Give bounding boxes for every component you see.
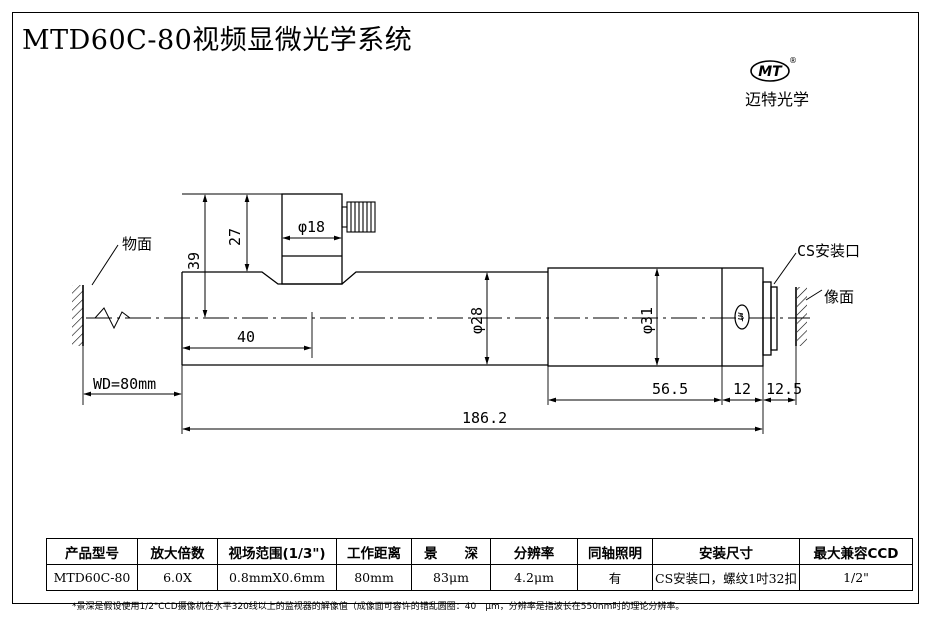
- header-mount: 安装尺寸: [652, 538, 800, 565]
- value-coaxial-illumination: 有: [577, 564, 653, 591]
- value-model: MTD60C-80: [46, 564, 138, 591]
- brand-logo: MT ® 迈特光学: [722, 52, 832, 116]
- dim-39-label: 39: [185, 252, 203, 270]
- image-leader-line: [805, 289, 823, 301]
- header-depth-of-field: 景 深: [411, 538, 491, 565]
- value-working-distance: 80mm: [336, 564, 412, 591]
- header-field-of-view: 视场范围(1/3"): [217, 538, 337, 565]
- dim-wd-label: WD=80mm: [93, 375, 156, 393]
- knurled-knob-icon: [341, 201, 376, 233]
- brand-name: 迈特光学: [744, 90, 809, 109]
- value-field-of-view: 0.8mmX0.6mm: [217, 564, 337, 591]
- header-magnification: 放大倍数: [137, 538, 218, 565]
- header-model: 产品型号: [46, 538, 138, 565]
- drawing-frame: [12, 12, 919, 604]
- dim-12-5-label: 12.5: [766, 380, 802, 398]
- cs-mount: [762, 281, 778, 356]
- axis-break-symbol: [94, 307, 131, 330]
- coaxial-illumination-housing: [281, 193, 343, 285]
- extension-lines: [181, 193, 797, 434]
- dim-total-label: 186.2: [462, 409, 507, 427]
- lens-badge-text: MT: [736, 312, 744, 322]
- header-coaxial-illumination: 同轴照明: [577, 538, 653, 565]
- registered-mark: ®: [789, 56, 797, 65]
- value-magnification: 6.0X: [137, 564, 218, 591]
- page-title: MTD60C-80视频显微光学系统: [22, 25, 413, 56]
- object-plane-surface: [72, 285, 84, 346]
- spec-header-row: 产品型号 放大倍数 视场范围(1/3") 工作距离 景 深 分辨率 同轴照明 安…: [46, 538, 913, 565]
- spec-table: 产品型号 放大倍数 视场范围(1/3") 工作距离 景 深 分辨率 同轴照明 安…: [46, 538, 913, 591]
- dim-12-label: 12: [733, 380, 751, 398]
- mt-logo-icon: MT ®: [750, 56, 797, 82]
- image-plane-surface: [795, 287, 807, 346]
- value-depth-of-field: 83μm: [411, 564, 491, 591]
- image-plane-label: 像面: [824, 288, 854, 306]
- object-leader-line: [91, 244, 119, 286]
- lens-mt-badge: MT: [734, 304, 750, 330]
- header-resolution: 分辨率: [490, 538, 578, 565]
- dim-56-5-label: 56.5: [652, 380, 688, 398]
- value-max-ccd: 1/2": [799, 564, 913, 591]
- value-mount: CS安装口，螺纹1吋32扣: [652, 564, 800, 591]
- cs-mount-label: CS安装口: [797, 242, 860, 260]
- logo-badge-text: MT: [758, 64, 783, 80]
- cs-mount-leader-line: [773, 252, 797, 285]
- dim-d18-label: φ18: [298, 218, 325, 236]
- dim-d31-label: φ31: [638, 307, 656, 334]
- dim-d28-label: φ28: [468, 307, 486, 334]
- header-max-ccd: 最大兼容CCD: [799, 538, 913, 565]
- footnote: *景深是假设使用1/2"CCD摄像机在水平320线以上的监视器的解像值（成像面可…: [72, 602, 685, 612]
- dim-27-label: 27: [226, 228, 244, 246]
- object-plane-label: 物面: [122, 235, 152, 253]
- spec-value-row: MTD60C-80 6.0X 0.8mmX0.6mm 80mm 83μm 4.2…: [46, 564, 913, 591]
- value-resolution: 4.2μm: [490, 564, 578, 591]
- header-working-distance: 工作距离: [336, 538, 412, 565]
- optical-system-drawing: 物面 MT CS安装口: [72, 193, 860, 434]
- dim-40-label: 40: [237, 328, 255, 346]
